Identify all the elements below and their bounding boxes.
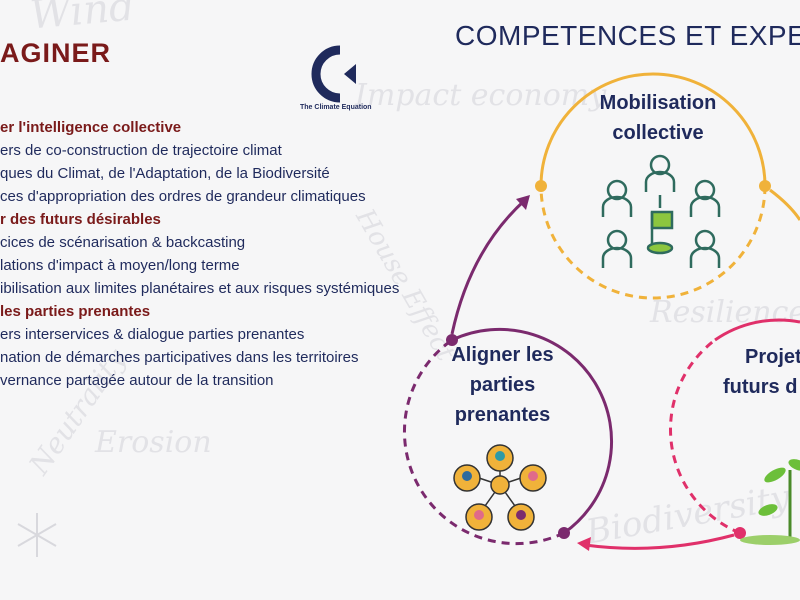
node-label-line: Aligner les (451, 344, 554, 366)
node-aligner-circle (402, 327, 614, 546)
section-heading: er l'intelligence collective (0, 119, 182, 136)
node-label-line: parties (469, 374, 536, 396)
list-item: ces d'appropriation des ordres de grande… (0, 188, 366, 205)
node-label-line: Projet (745, 346, 800, 368)
section-heading: r des futurs désirables (0, 211, 161, 228)
list-item: ers interservices & dialogue parties pre… (0, 326, 305, 343)
list-item: nation de démarches participatives dans … (0, 349, 359, 366)
node-label-mobilisation: Mobilisation collective (573, 88, 743, 148)
node-label-projet: Projet futurs d (715, 342, 800, 402)
node-label-line: futurs d (723, 376, 798, 398)
list-item: ques du Climat, de l'Adaptation, de la B… (0, 165, 330, 182)
section-heading: les parties prenantes (0, 303, 151, 320)
sprout-icon (740, 459, 800, 545)
list-item: lations d'impact à moyen/long terme (0, 257, 240, 274)
climate-equation-logo (311, 45, 356, 103)
node-label-aligner: Aligner les parties prenantes (420, 340, 585, 430)
network-people-icon (453, 444, 547, 531)
node-label-line: collective (612, 122, 704, 144)
node-label-line: Mobilisation (599, 92, 717, 114)
list-item: cices de scénarisation & backcasting (0, 234, 246, 251)
page-title: AGINER (0, 38, 112, 68)
snowflake-icon (17, 513, 57, 557)
list-item: vernance partagée autour de la transitio… (0, 372, 274, 389)
node-label-line: prenantes (454, 404, 551, 426)
node-mobilisation-circle (535, 72, 771, 300)
list-item: ibilisation aux limites planétaires et a… (0, 280, 400, 297)
logo-caption: The Climate Equation (300, 104, 372, 111)
section-title: COMPETENCES ET EXPE (455, 20, 800, 51)
team-discussion-icon (601, 154, 721, 268)
list-item: ers de co-construction de trajectoire cl… (0, 142, 282, 159)
services-list: er l'intelligence collective ers de co-c… (0, 116, 440, 392)
node-projet-circle (669, 318, 800, 539)
